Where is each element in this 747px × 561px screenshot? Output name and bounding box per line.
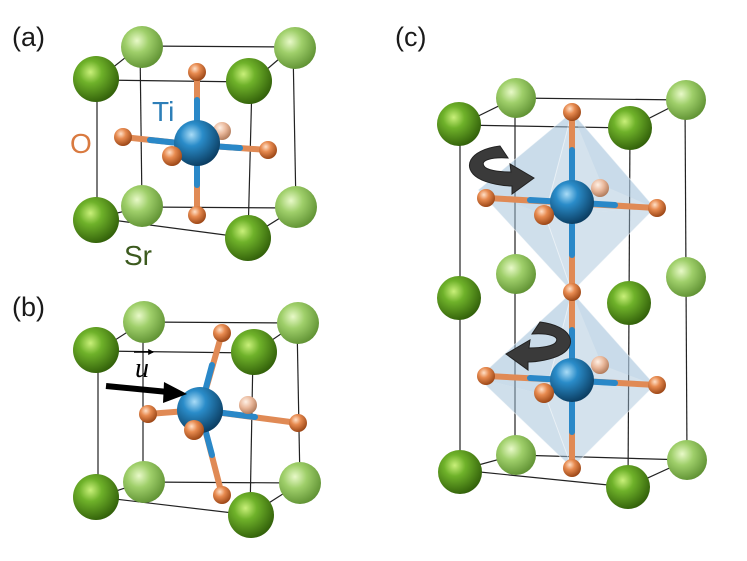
o-atom — [563, 283, 581, 301]
ti-label: Ti — [152, 96, 174, 127]
sr-atom-back — [123, 301, 165, 343]
o-atom — [139, 405, 157, 423]
sr-atom-front — [437, 102, 481, 146]
o-atom — [477, 189, 495, 207]
sr-atom-back — [279, 462, 321, 504]
o-atom — [114, 128, 132, 146]
sr-atom-front — [73, 197, 119, 243]
o-atom-front — [184, 420, 204, 440]
sr-atom-back — [496, 435, 536, 475]
sr-atom-back — [277, 302, 319, 344]
ti-atom — [174, 120, 220, 166]
panel-a-label: (a) — [12, 22, 45, 52]
rotation-arrow-upper — [468, 145, 535, 195]
sr-atom-back — [275, 186, 317, 228]
sr-atom-front — [73, 56, 119, 102]
sr-atom-back — [496, 78, 536, 118]
sr-atom-back — [123, 461, 165, 503]
o-atom — [259, 141, 277, 159]
o-atom-front — [534, 205, 554, 225]
sr-atom-back — [274, 27, 316, 69]
sr-label: Sr — [124, 240, 152, 271]
o-atom-back — [591, 356, 609, 374]
sr-atom-front — [606, 465, 650, 509]
o-atom-front — [162, 146, 182, 166]
panel-b: (b) — [12, 292, 321, 538]
sr-atom-back — [667, 440, 707, 480]
sr-atom-front — [225, 215, 271, 261]
o-atom — [648, 199, 666, 217]
o-atom — [563, 103, 581, 121]
panel-a: (a) — [12, 22, 317, 271]
o-atom — [213, 486, 231, 504]
sr-atom-back — [496, 254, 536, 294]
ti-atom — [550, 180, 594, 224]
sr-atom-back — [121, 26, 163, 68]
o-atom — [563, 459, 581, 477]
ti-atom-displaced — [177, 387, 223, 433]
sr-atom-back — [666, 257, 706, 297]
svg-text:u: u — [135, 353, 149, 384]
o-atom — [188, 63, 206, 81]
sr-atom-front — [226, 58, 272, 104]
sr-atom-front — [608, 106, 652, 150]
panel-c-label: (c) — [395, 22, 426, 52]
displacement-vector-label: u — [134, 349, 155, 384]
displacement-arrow — [105, 382, 187, 403]
o-atom-back — [239, 396, 257, 414]
sr-atom-front — [73, 327, 119, 373]
o-atom — [213, 324, 231, 342]
sr-atom-back — [121, 185, 163, 227]
o-atom — [648, 376, 666, 394]
o-label: O — [70, 128, 92, 159]
rotation-arrow-lower — [505, 321, 572, 371]
sr-atom-front — [73, 474, 119, 520]
sr-atom-front — [228, 492, 274, 538]
sr-atom-back — [666, 80, 706, 120]
sr-atom-front — [437, 276, 481, 320]
sr-atom-front — [231, 329, 277, 375]
o-atom-back — [591, 179, 609, 197]
o-atom — [188, 206, 206, 224]
panel-b-label: (b) — [12, 292, 45, 322]
o-atom — [289, 414, 307, 432]
sr-atom-front — [607, 281, 651, 325]
sr-atom-front — [438, 450, 482, 494]
ti-atom — [550, 358, 594, 402]
panel-c: (c) — [395, 22, 707, 509]
o-atom-front — [534, 383, 554, 403]
o-atom — [477, 367, 495, 385]
